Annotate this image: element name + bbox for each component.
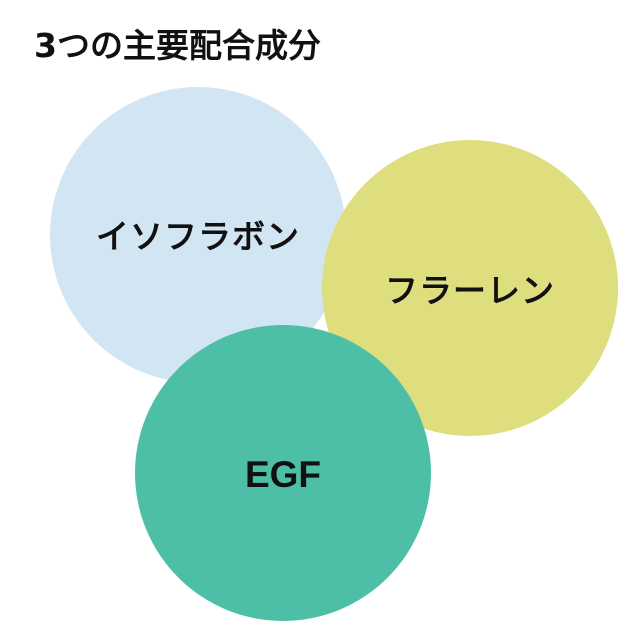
page-title: 3つの主要配合成分 — [34, 26, 321, 65]
ingredient-label-isoflavone: イソフラボン — [96, 216, 300, 256]
ingredient-label-egf: EGF — [244, 453, 322, 495]
ingredient-circle-egf: EGF — [135, 325, 431, 621]
ingredient-label-fullerene: フラーレン — [385, 270, 555, 310]
ingredient-circle-isoflavone: イソフラボン — [50, 87, 346, 383]
